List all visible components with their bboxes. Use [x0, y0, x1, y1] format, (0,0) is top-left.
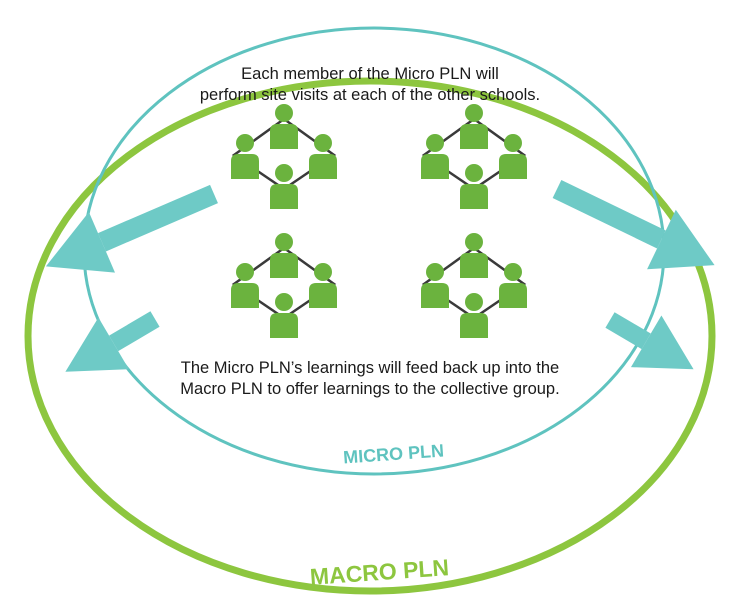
site-visits-caption: Each member of the Micro PLN will perfor…	[150, 64, 590, 106]
arrow-icon	[552, 179, 715, 270]
caption-line: perform site visits at each of the other…	[199, 86, 541, 104]
micro-pln-label: MICRO PLN	[343, 441, 445, 468]
macro-pln-ring	[24, 77, 716, 595]
caption-line: The Micro PLN’s learnings will feed back…	[180, 359, 560, 377]
learnings-caption: The Micro PLN’s learnings will feed back…	[120, 358, 620, 400]
caption-line: Macro PLN to offer learnings to the coll…	[180, 380, 560, 398]
people-group-icon	[231, 104, 337, 209]
arrow-icon	[65, 311, 160, 372]
caption-line: Each member of the Micro PLN will	[241, 65, 499, 83]
arrow-icon	[605, 312, 694, 370]
people-group-icon	[421, 104, 527, 209]
arrow-icon	[45, 184, 218, 273]
people-group-icon	[421, 233, 527, 338]
people-group-icon	[231, 233, 337, 338]
